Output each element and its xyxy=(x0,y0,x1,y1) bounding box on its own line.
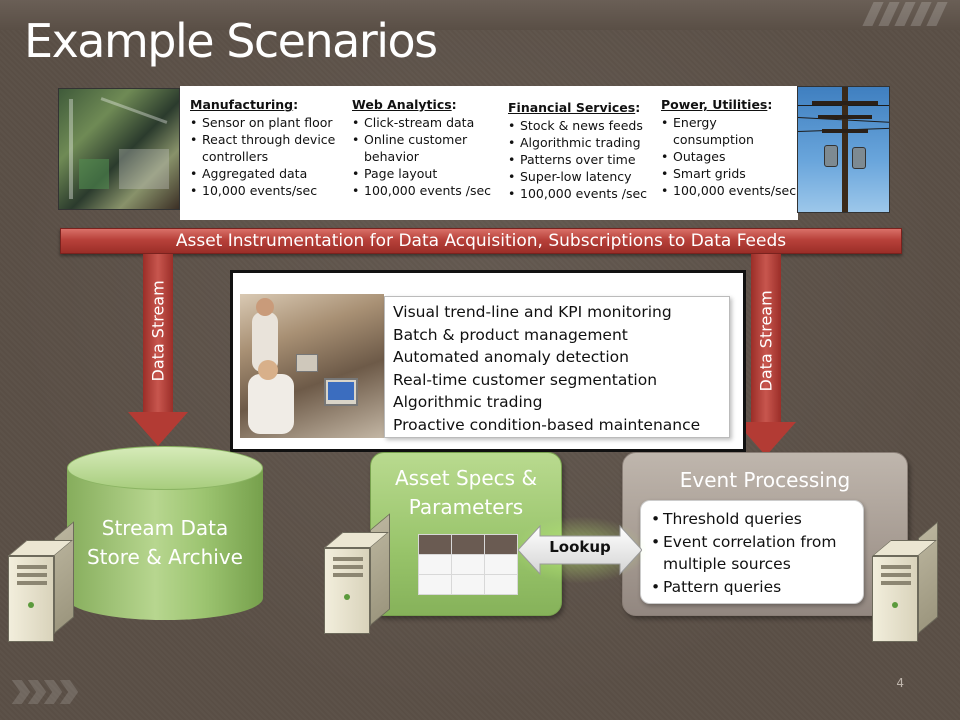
list-item: Outages xyxy=(661,148,801,165)
slide-title: Example Scenarios xyxy=(24,14,438,68)
arrow-label: Data Stream xyxy=(148,280,168,382)
list-item: 10,000 events/sec xyxy=(190,182,340,199)
top-bar xyxy=(0,0,960,30)
store-label-line1: Stream Data xyxy=(101,516,229,540)
list-item: Algorithmic trading xyxy=(393,393,543,411)
server-icon xyxy=(872,521,938,642)
list-item: Smart grids xyxy=(661,165,801,182)
list-item: Stock & news feeds xyxy=(508,117,660,134)
right-data-stream-arrow: Data Stream xyxy=(736,254,796,456)
control-room-photo xyxy=(240,294,384,438)
list-item: Automated anomaly detection xyxy=(393,348,629,366)
scenario-manufacturing: Manufacturing: Sensor on plant floor Rea… xyxy=(190,96,340,199)
event-processing-list: Threshold queries Event correlation from… xyxy=(640,500,864,604)
scenario-heading: Web Analytics xyxy=(352,97,452,112)
power-lines-photo xyxy=(797,86,890,213)
lookup-double-arrow: Lookup xyxy=(512,516,648,584)
asset-title-line2: Parameters xyxy=(408,495,524,519)
list-item: Aggregated data xyxy=(190,165,340,182)
parameters-table-icon xyxy=(418,534,518,595)
server-icon xyxy=(8,521,74,642)
scenario-heading: Manufacturing xyxy=(190,97,294,112)
manufacturing-photo xyxy=(58,88,180,210)
list-item: Event correlation from multiple sources xyxy=(651,531,855,576)
decorative-chevrons xyxy=(14,680,76,704)
stream-data-store: Stream Data Store & Archive xyxy=(67,446,263,620)
list-item: Page layout xyxy=(352,165,504,182)
asset-specs-title: Asset Specs & Parameters xyxy=(370,464,562,522)
lookup-label: Lookup xyxy=(549,538,611,556)
store-label-line2: Store & Archive xyxy=(86,545,243,569)
instrumentation-banner: Asset Instrumentation for Data Acquisiti… xyxy=(60,228,902,254)
list-item: Algorithmic trading xyxy=(508,134,660,151)
list-item: 100,000 events /sec xyxy=(352,182,504,199)
list-item: Click-stream data xyxy=(352,114,504,131)
list-item: Batch & product management xyxy=(393,325,628,344)
list-item: Pattern queries xyxy=(651,576,855,599)
list-item: React through device controllers xyxy=(190,131,340,165)
scenario-power-utilities: Power, Utilities: Energy consumption Out… xyxy=(661,96,801,199)
list-item: Patterns over time xyxy=(508,151,660,168)
list-item: 100,000 events /sec xyxy=(508,185,660,202)
list-item: 100,000 events/sec xyxy=(661,182,801,199)
list-item: Energy consumption xyxy=(661,114,801,148)
page-number: 4 xyxy=(896,676,904,690)
decorative-stripes xyxy=(862,2,948,26)
scenario-heading: Power, Utilities xyxy=(661,97,768,112)
list-item: Super-low latency xyxy=(508,168,660,185)
server-icon xyxy=(324,513,390,634)
event-processing-title: Event Processing xyxy=(679,468,851,492)
list-item: Visual trend-line and KPI monitoring xyxy=(393,303,672,321)
list-item: Proactive condition-based maintenance xyxy=(393,415,701,434)
scenario-heading: Financial Services xyxy=(508,100,636,115)
scenario-financial-services: Financial Services: Stock & news feeds A… xyxy=(508,99,660,202)
left-data-stream-arrow: Data Stream xyxy=(128,254,188,446)
kpi-list: Visual trend-line and KPI monitoring Bat… xyxy=(384,296,730,438)
arrow-label: Data Stream xyxy=(756,290,776,392)
list-item: Real-time customer segmentation xyxy=(393,370,658,389)
double-arrow-icon xyxy=(518,524,642,576)
list-item: Threshold queries xyxy=(651,508,855,531)
list-item: Online customer behavior xyxy=(352,131,504,165)
list-item: Sensor on plant floor xyxy=(190,114,340,131)
asset-title-line1: Asset Specs & xyxy=(394,466,538,490)
scenario-web-analytics: Web Analytics: Click-stream data Online … xyxy=(352,96,504,199)
